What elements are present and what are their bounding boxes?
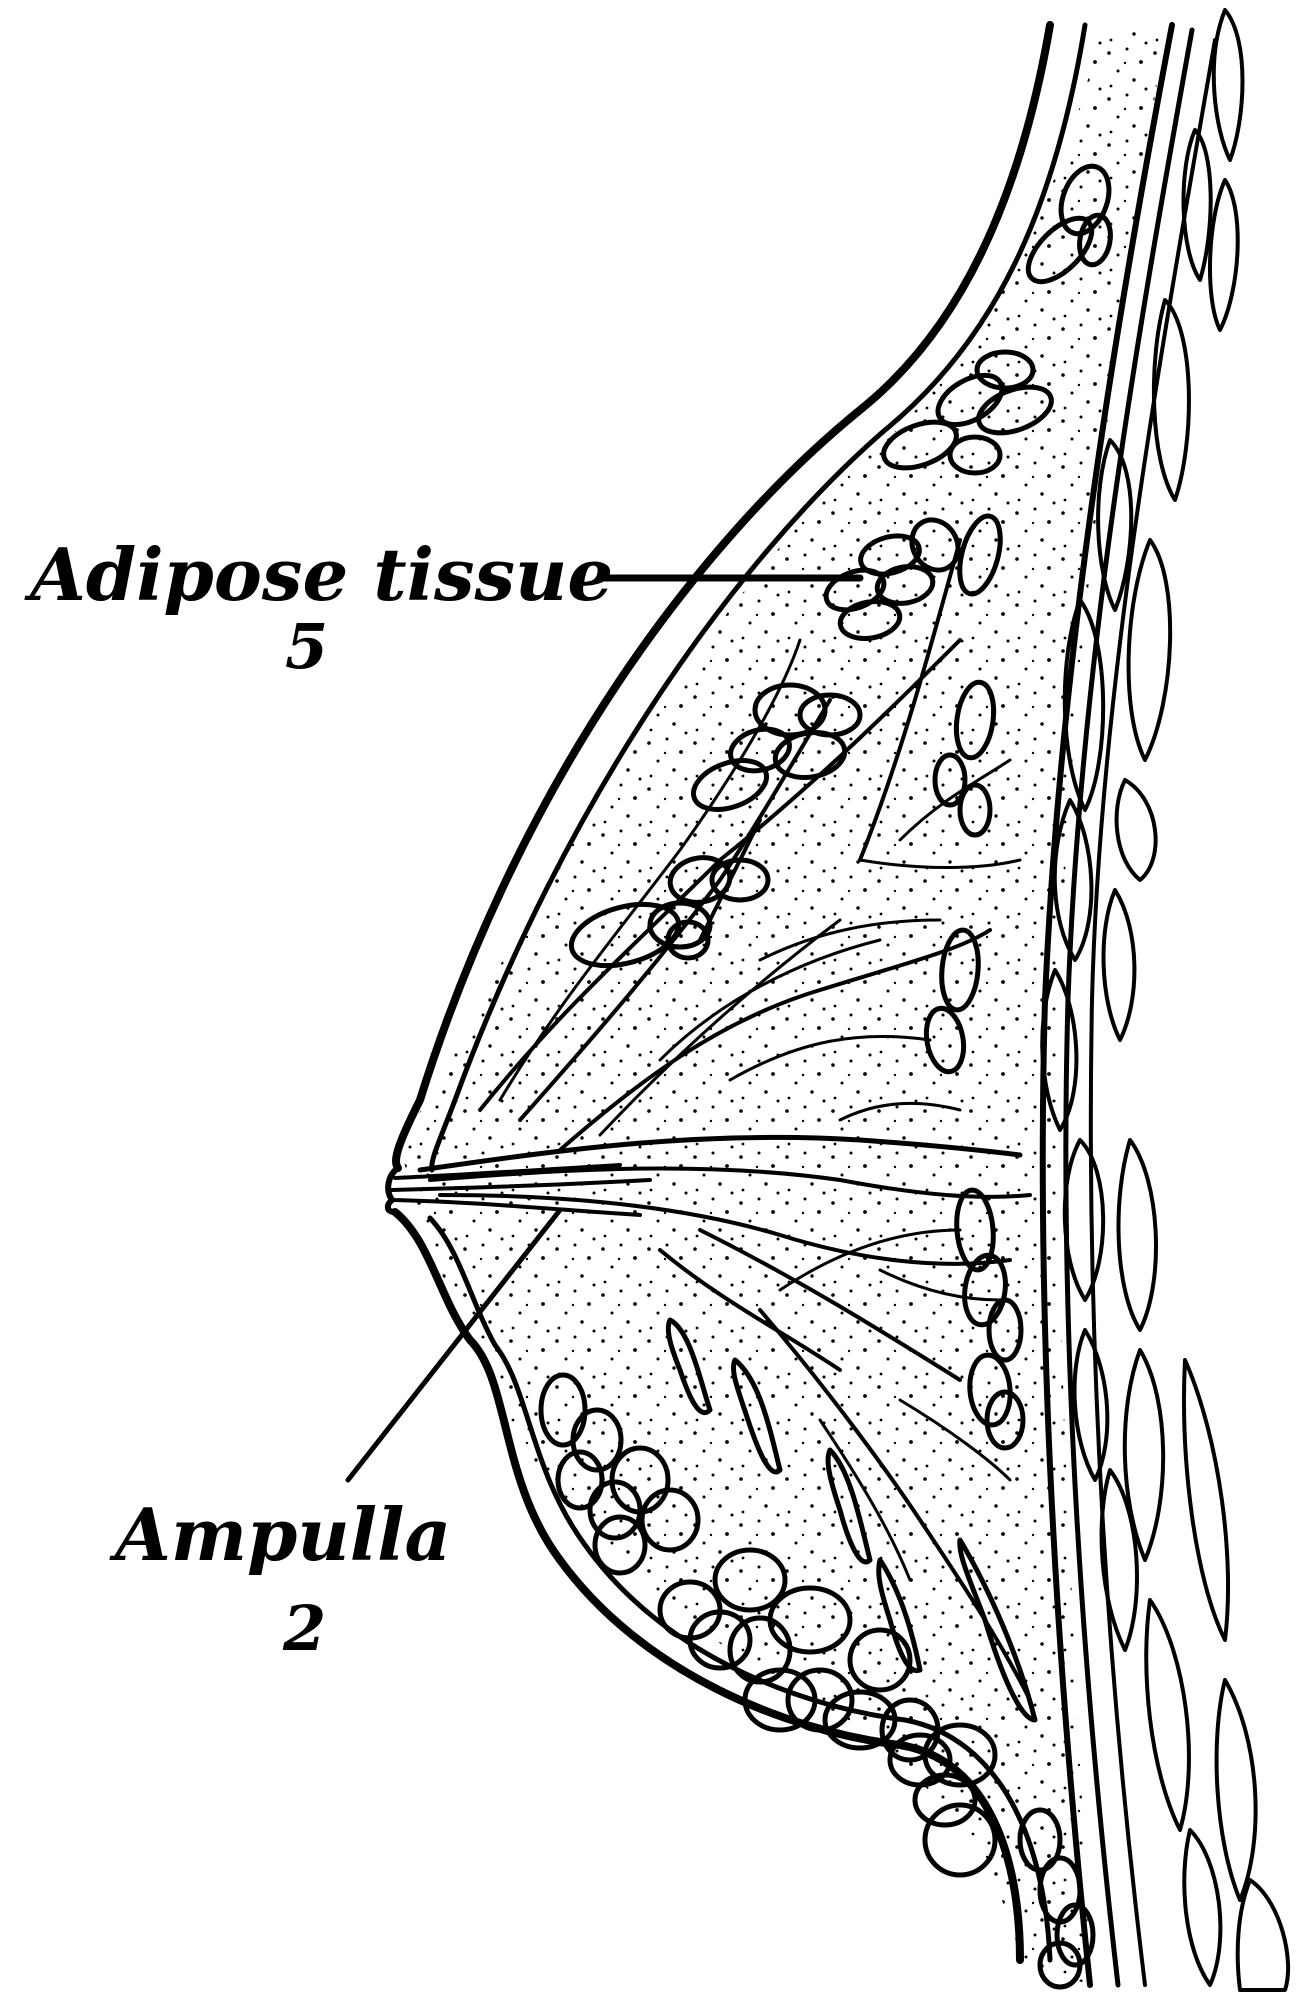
adipose-tissue-number: 5 bbox=[285, 610, 328, 683]
adipose-tissue-label: Adipose tissue bbox=[24, 532, 613, 617]
ampulla-label: Ampulla bbox=[109, 1492, 451, 1577]
ampulla-number: 2 bbox=[282, 1592, 326, 1665]
